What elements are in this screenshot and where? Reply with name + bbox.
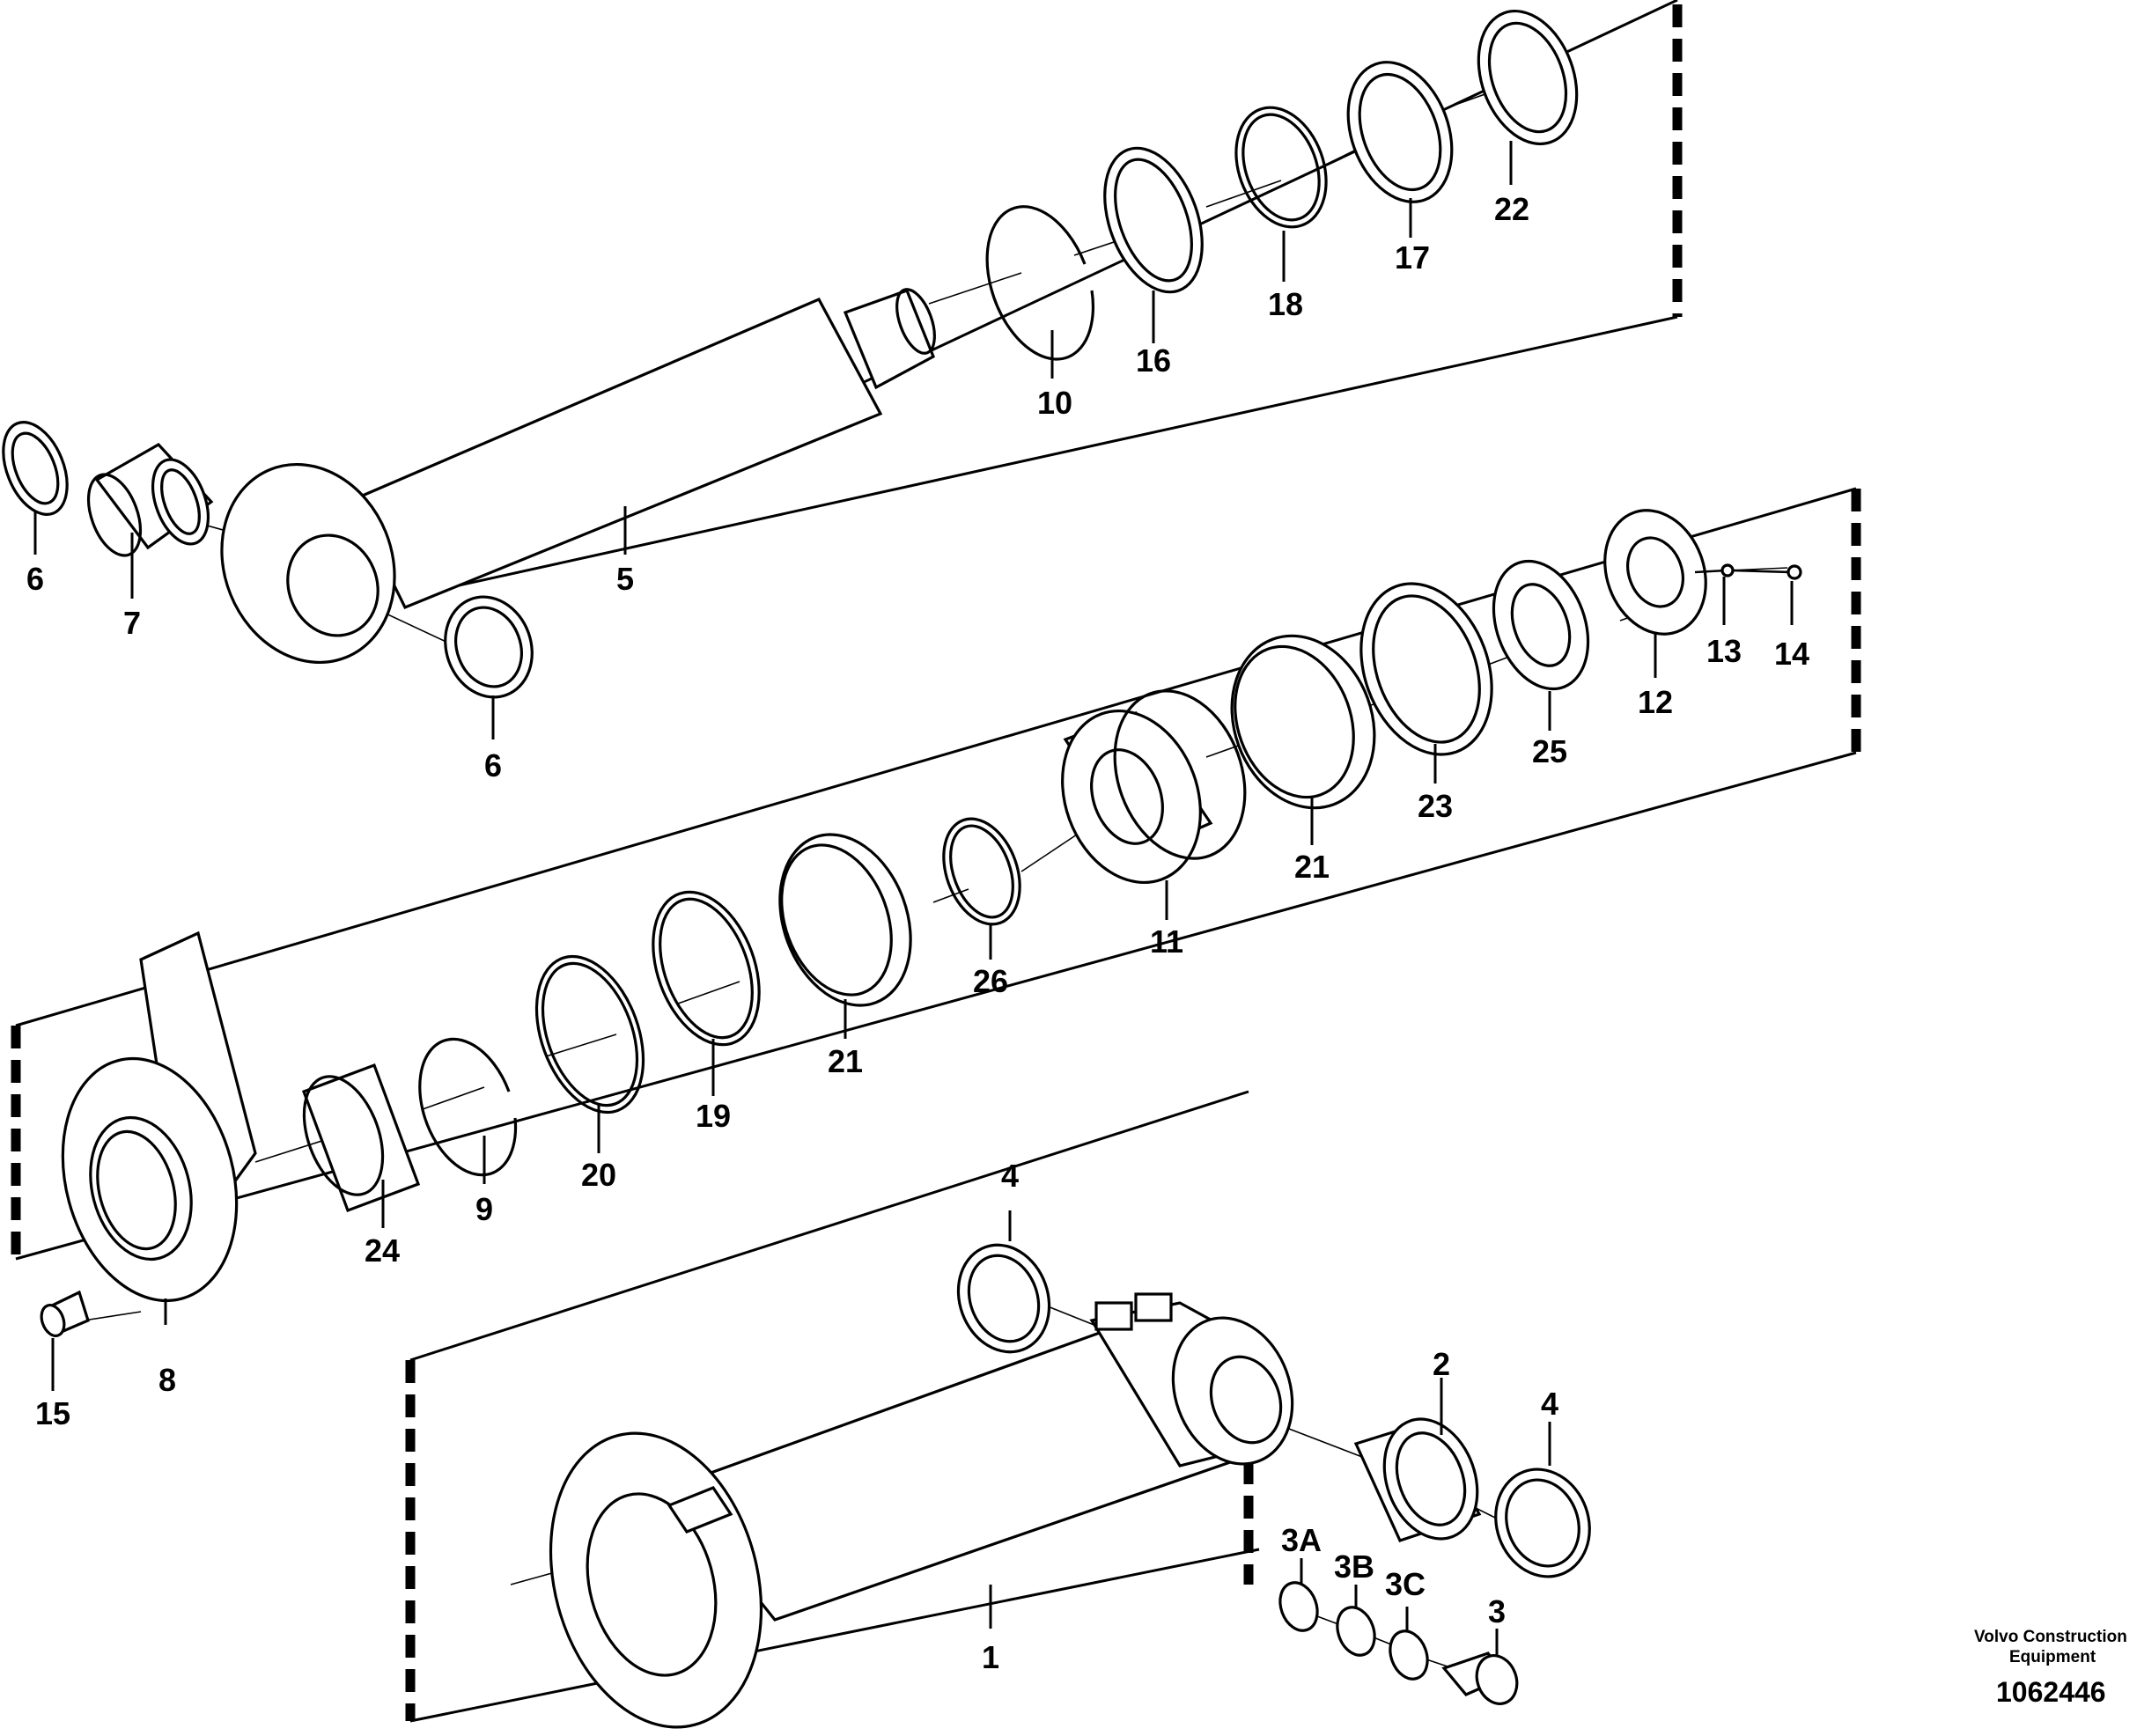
callout-3b: 3B bbox=[1334, 1548, 1374, 1585]
footer: Volvo Construction Equipment 1062446 bbox=[1974, 1628, 2127, 1708]
part-23-seal bbox=[1359, 582, 1493, 756]
part-24-guide-ring bbox=[301, 1063, 421, 1213]
callout-6-right: 6 bbox=[484, 747, 502, 783]
callout-23: 23 bbox=[1418, 788, 1453, 824]
callout-3: 3 bbox=[1488, 1593, 1506, 1629]
callout-24: 24 bbox=[365, 1232, 400, 1269]
part-13-set-screw bbox=[1694, 563, 1735, 577]
part-6-seal-ring-left bbox=[2, 421, 69, 516]
part-3c-o-ring bbox=[1389, 1629, 1429, 1681]
part-16-seal bbox=[1103, 146, 1204, 294]
part-4-seal-ring-right bbox=[1494, 1468, 1591, 1578]
brand-line-1: Volvo Construction bbox=[1974, 1628, 2127, 1646]
part-12-piston-nut bbox=[1603, 509, 1707, 636]
part-20-o-ring bbox=[534, 954, 645, 1114]
part-10-snap-ring bbox=[985, 205, 1094, 361]
callout-14: 14 bbox=[1774, 636, 1809, 672]
part-11-piston bbox=[1061, 689, 1247, 885]
part-22-wiper-seal bbox=[1477, 9, 1579, 146]
callout-9: 9 bbox=[475, 1191, 493, 1227]
callout-8: 8 bbox=[158, 1362, 176, 1398]
callout-18: 18 bbox=[1268, 286, 1303, 322]
callout-4-right: 4 bbox=[1541, 1386, 1558, 1422]
part-21-wear-ring-upper bbox=[1230, 634, 1376, 810]
reference-number: 1062446 bbox=[1996, 1676, 2106, 1708]
callout-2: 2 bbox=[1433, 1346, 1450, 1382]
callout-12: 12 bbox=[1638, 684, 1673, 720]
callout-17: 17 bbox=[1395, 239, 1430, 276]
frame-bottom bbox=[405, 1090, 1260, 1723]
callout-1: 1 bbox=[982, 1639, 999, 1675]
callout-3a: 3A bbox=[1281, 1522, 1322, 1558]
callout-6-left: 6 bbox=[26, 561, 44, 597]
part-3b-o-ring bbox=[1336, 1606, 1376, 1657]
callout-20: 20 bbox=[581, 1157, 616, 1193]
part-3a-o-ring bbox=[1278, 1581, 1319, 1632]
callout-25: 25 bbox=[1532, 733, 1567, 769]
part-15-bolt bbox=[40, 1290, 90, 1338]
callout-22: 22 bbox=[1494, 191, 1529, 227]
callout-5: 5 bbox=[616, 561, 634, 597]
part-2-bushing bbox=[1353, 1417, 1482, 1542]
callout-3c: 3C bbox=[1385, 1566, 1426, 1602]
part-17-seal bbox=[1346, 61, 1454, 203]
callout-7: 7 bbox=[123, 605, 141, 641]
callout-4-top: 4 bbox=[1001, 1158, 1019, 1194]
part-3-check-valve bbox=[1441, 1651, 1519, 1705]
brand-line-2: Equipment bbox=[2009, 1648, 2096, 1666]
part-18-o-ring bbox=[1234, 106, 1328, 229]
part-6-seal-ring-right bbox=[444, 595, 534, 699]
part-21-wear-ring-lower bbox=[778, 833, 912, 1007]
part-8-cylinder-head bbox=[61, 931, 257, 1303]
leader-lines bbox=[33, 141, 1794, 1655]
part-7-bushing bbox=[86, 442, 214, 557]
callout-15: 15 bbox=[35, 1395, 70, 1431]
callout-21-upper: 21 bbox=[1294, 849, 1330, 885]
callout-21-lower: 21 bbox=[828, 1043, 863, 1079]
callout-11: 11 bbox=[1150, 923, 1183, 960]
part-5-piston-rod bbox=[220, 288, 936, 665]
part-9-snap-ring bbox=[418, 1037, 518, 1177]
part-14-ball bbox=[1732, 564, 1802, 580]
callout-19: 19 bbox=[696, 1098, 731, 1134]
callout-26: 26 bbox=[973, 963, 1008, 999]
part-4-seal-ring-top bbox=[956, 1243, 1051, 1354]
callout-13: 13 bbox=[1706, 633, 1742, 669]
callout-labels: 6 7 5 6 10 16 18 17 22 8 15 24 9 20 19 2… bbox=[26, 191, 1809, 1675]
callout-10: 10 bbox=[1037, 385, 1072, 421]
callout-16: 16 bbox=[1136, 342, 1171, 379]
part-1-cylinder-tube bbox=[549, 1292, 1294, 1729]
part-26-o-ring bbox=[942, 817, 1021, 926]
part-25-back-up-ring bbox=[1492, 559, 1590, 691]
part-19-o-ring bbox=[652, 890, 761, 1047]
